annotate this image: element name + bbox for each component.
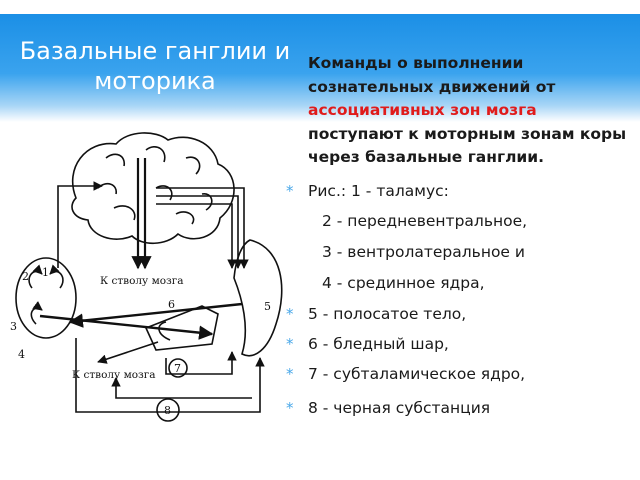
text-panel: Команды о выполнении сознательных движен…: [284, 52, 636, 423]
legend-item-ventrolateral: 3 - вентролатеральное и: [322, 242, 525, 261]
thalamus-shape: [15, 257, 77, 339]
label-2: 2: [22, 270, 29, 283]
label-4: 4: [18, 348, 25, 361]
label-7: 7: [174, 362, 181, 375]
title-line-2: моторика: [94, 67, 216, 95]
bullet-icon: *: [286, 364, 294, 383]
legend-item-median: 4 - срединное ядра,: [322, 273, 485, 292]
legend-list: *Рис.: 1 - таламус: 2 - передневентральн…: [284, 176, 636, 423]
label-brainstem-top: К стволу мозга: [100, 275, 184, 287]
legend-item-anteroventral: 2 - передневентральное,: [322, 211, 528, 230]
brain-outline: [71, 132, 235, 245]
intro-highlight: ассоциативных зон мозга: [308, 101, 537, 119]
label-5: 5: [264, 300, 271, 313]
title-band: [0, 14, 640, 122]
intro-paragraph: Команды о выполнении сознательных движен…: [308, 52, 636, 170]
nucleus-7-circle: [168, 358, 188, 378]
slide-title: Базальные ганглии и моторика: [0, 36, 310, 96]
bullet-icon: *: [286, 181, 294, 200]
label-3: 3: [10, 320, 17, 333]
label-8: 8: [164, 404, 171, 417]
substantia-nigra-circle: [156, 398, 180, 422]
label-6: 6: [168, 298, 175, 311]
bullet-icon: *: [286, 398, 294, 417]
intro-part-2: поступают к моторным зонам коры через ба…: [308, 124, 627, 167]
basal-ganglia-diagram: 1 2 3 4 5 6 7 8 К стволу мозга К стволу …: [10, 132, 283, 422]
legend-item-globus-pallidus: *6 - бледный шар,: [284, 329, 636, 359]
label-1: 1: [42, 266, 49, 279]
legend-item-substantia-nigra: *8 - черная субстанция: [284, 393, 636, 423]
bullet-icon: *: [286, 304, 294, 323]
intro-part-1: Команды о выполнении сознательных движен…: [308, 54, 556, 96]
legend-item-thalamus: *Рис.: 1 - таламус:: [284, 176, 636, 206]
bullet-icon: *: [286, 334, 294, 353]
legend-item-subthalamic: *7 - субталамическое ядро,: [284, 359, 636, 389]
label-brainstem-bottom: К стволу мозга: [72, 369, 156, 381]
legend-item-striatum: *5 - полосатое тело,: [284, 299, 636, 329]
title-line-1: Базальные ганглии и: [19, 37, 291, 65]
striatum-shape: [233, 239, 283, 357]
